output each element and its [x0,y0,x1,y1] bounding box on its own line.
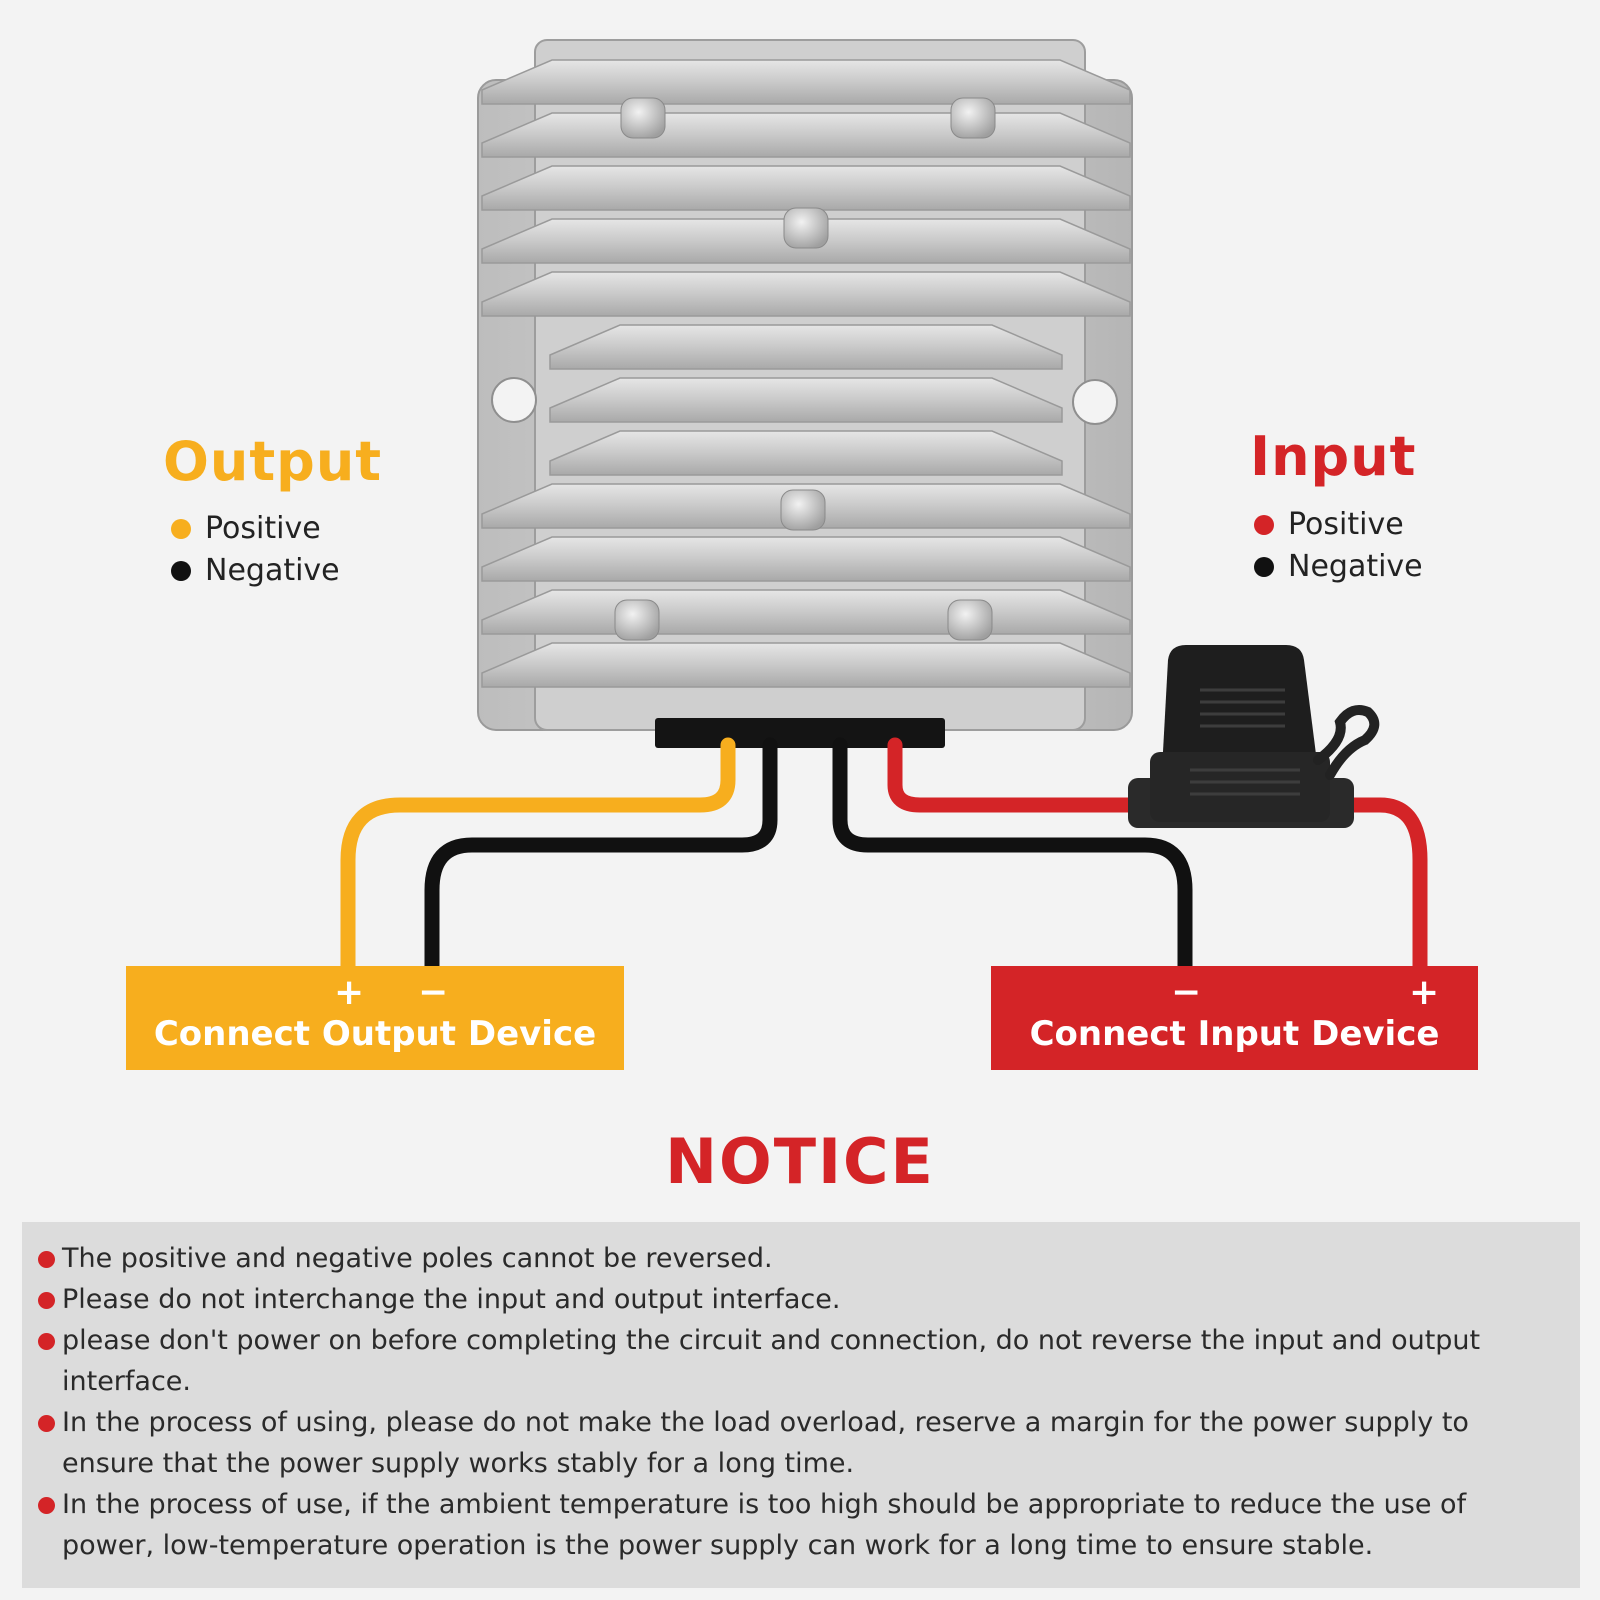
notice-item: Please do not interchange the input and … [38,1279,1564,1320]
black-dot-icon [171,560,191,581]
input-legend-title: Input [1250,425,1417,488]
output-negative-wire [424,737,778,976]
output-legend-positive: Positive [171,511,321,546]
output-legend-negative: Negative [171,553,340,588]
heat-sink-fin [549,430,1063,476]
red-bullet-icon [38,1251,55,1268]
output-plus-sign: + [334,972,365,1013]
output-legend-title: Output [163,430,383,493]
heat-sink-fin [481,589,1131,635]
input-plus-sign: + [1409,972,1440,1013]
connect-output-device-box: + − Connect Output Device [126,966,624,1070]
red-bullet-icon [38,1497,55,1514]
heat-sink-fin [481,642,1131,688]
red-bullet-icon [38,1292,55,1309]
input-positive-label: Positive [1288,507,1404,542]
output-positive-label: Positive [205,511,321,546]
bolt-head [783,207,829,249]
red-bullet-icon [38,1333,55,1350]
black-dot-icon [1254,556,1274,577]
output-negative-label: Negative [205,553,340,588]
notice-item-text: Please do not interchange the input and … [62,1284,841,1315]
input-minus-sign: − [1171,972,1202,1013]
input-negative-label: Negative [1288,549,1423,584]
inline-fuse-holder [1128,645,1380,828]
notice-item-text: In the process of use, if the ambient te… [62,1489,1467,1561]
mounting-hole-left [491,377,537,423]
red-bullet-icon [38,1415,55,1432]
input-legend-negative: Negative [1254,549,1423,584]
bolt-head [614,599,660,641]
heat-sink-fin [481,165,1131,211]
mounting-hole-right [1072,379,1118,425]
notice-item: The positive and negative poles cannot b… [38,1238,1564,1279]
input-legend-positive: Positive [1254,507,1404,542]
converter-wiring-illustration [340,39,1428,976]
input-positive-wire-fused [1337,797,1428,976]
input-positive-wire [887,737,1148,813]
yellow-dot-icon [171,518,191,539]
heat-sink-fin [481,271,1131,317]
connect-input-device-label: Connect Input Device [1029,1014,1440,1054]
red-dot-icon [1254,514,1274,535]
bolt-head [947,599,993,641]
notice-item-text: In the process of using, please do not m… [62,1407,1469,1479]
converter-housing [477,39,1133,731]
notice-item: In the process of use, if the ambient te… [38,1484,1564,1566]
notice-box: The positive and negative poles cannot b… [22,1222,1580,1588]
heat-sink-fin [481,536,1131,582]
notice-list: The positive and negative poles cannot b… [22,1222,1580,1566]
output-minus-sign: − [418,972,449,1013]
connect-output-device-label: Connect Output Device [153,1014,597,1054]
bolt-head [780,489,826,531]
notice-title: NOTICE [665,1125,935,1198]
bolt-head [620,97,666,139]
notice-item-text: The positive and negative poles cannot b… [62,1243,773,1274]
output-positive-wire [340,737,736,976]
connect-input-device-box: − + Connect Input Device [991,966,1478,1070]
heat-sink-fin [549,377,1063,423]
heat-sink-fin [481,59,1131,105]
heat-sink-fin [481,112,1131,158]
notice-item: please don't power on before completing … [38,1320,1564,1402]
notice-item-text: please don't power on before completing … [62,1325,1481,1397]
notice-item: In the process of using, please do not m… [38,1402,1564,1484]
heat-sink-fin [549,324,1063,370]
input-negative-wire [832,737,1193,976]
bolt-head [950,97,996,139]
